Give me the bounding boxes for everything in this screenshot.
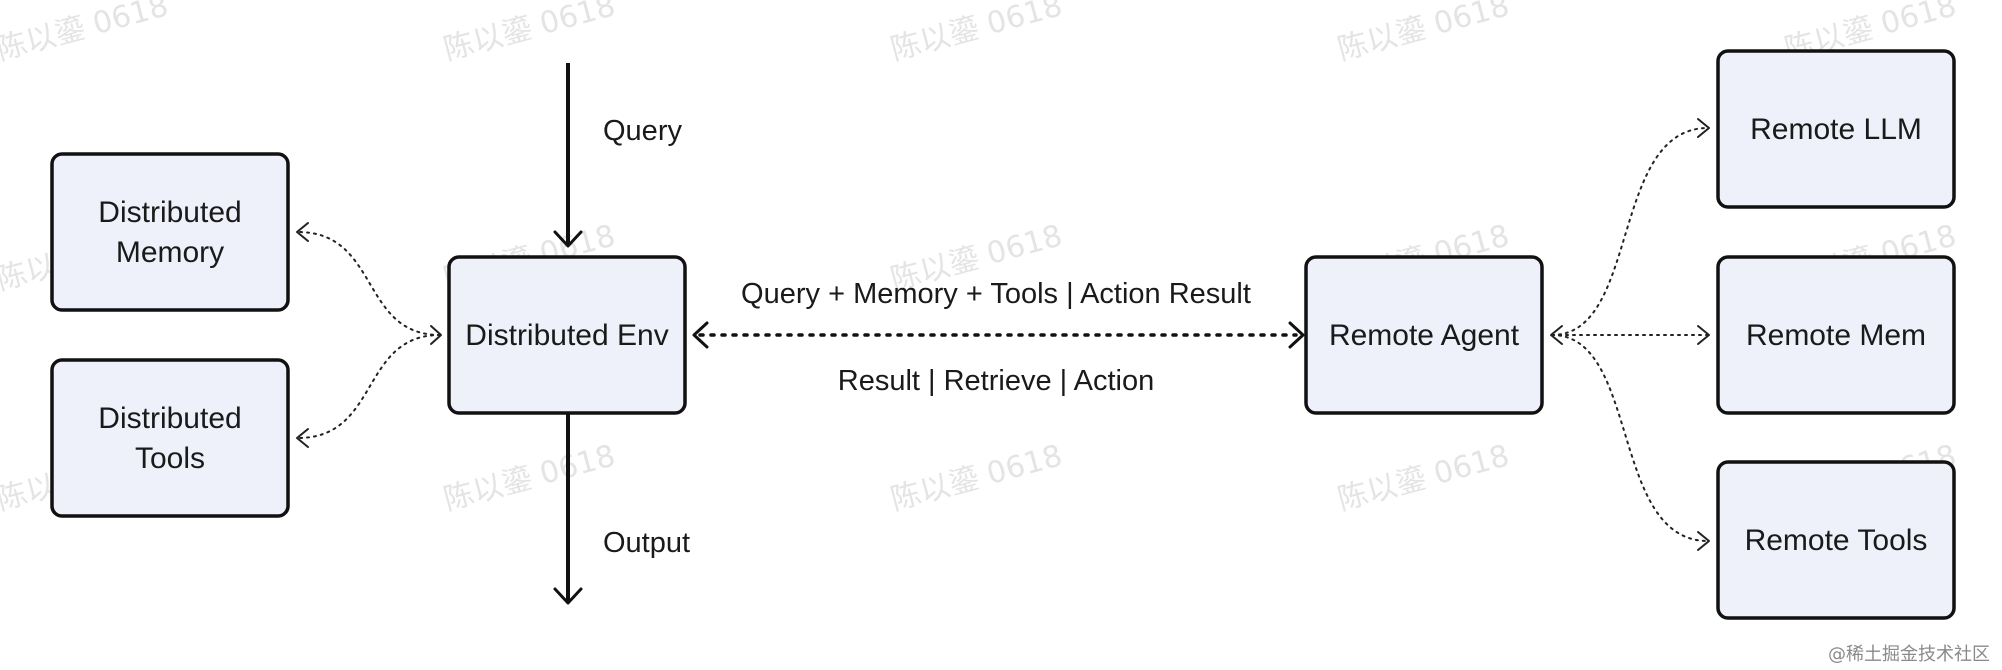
node-label-line: Remote Mem	[1746, 319, 1926, 352]
watermark-text: 陈以鎏 0618	[0, 0, 172, 68]
node-remote-mem: Remote Mem	[1716, 255, 1956, 415]
env-to-distributed-tools-link	[296, 334, 441, 448]
agent-to-remote-mem-link	[1551, 325, 1710, 345]
watermark-text: 陈以鎏 0618	[887, 0, 1066, 68]
node-distributed-env: Distributed Env	[447, 255, 687, 415]
watermark-text: 陈以鎏 0618	[440, 438, 619, 517]
node-label-line: Tools	[135, 442, 205, 475]
watermark-text: 陈以鎏 0618	[887, 438, 1066, 517]
env-to-distributed-memory-link	[296, 222, 442, 345]
node-label-line: Remote Tools	[1745, 524, 1928, 557]
node-label-line: Distributed	[98, 402, 241, 435]
node-remote-tools: Remote Tools	[1716, 460, 1956, 620]
agent-to-remote-llm-link	[1550, 118, 1710, 345]
watermark-layer: 陈以鎏 0618 陈以鎏 0618 陈以鎏 0618 陈以鎏 0618 陈以鎏 0618…	[0, 0, 1960, 518]
edge-label-output: Output	[603, 527, 690, 559]
env-agent-link	[692, 321, 1305, 349]
node-remote-agent: Remote Agent	[1304, 255, 1544, 415]
node-label-line: Remote Agent	[1329, 319, 1520, 352]
watermark-text: 陈以鎏 0618	[1334, 0, 1513, 68]
platform-credit: @稀土掘金技术社区	[1828, 644, 1990, 665]
output-arrow	[553, 414, 583, 605]
watermark-text: 陈以鎏 0618	[440, 0, 619, 68]
node-label: Remote Mem	[1746, 319, 1926, 352]
node-label-line: Memory	[116, 236, 224, 269]
edge-label-query: Query	[603, 115, 682, 147]
edge-label-env-to-agent: Query + Memory + Tools | Action Result	[741, 278, 1251, 310]
node-remote-llm: Remote LLM	[1716, 49, 1956, 209]
node-label-line: Remote LLM	[1750, 113, 1922, 146]
node-label: Remote Tools	[1745, 524, 1928, 557]
node-label-line: Distributed Env	[465, 319, 668, 352]
node-label-line: Distributed	[98, 196, 241, 229]
node-label: Remote Agent	[1329, 319, 1520, 352]
node-label: Distributed Env	[465, 319, 668, 352]
query-arrow	[553, 63, 583, 248]
edge-label-agent-to-env: Result | Retrieve | Action	[838, 365, 1154, 397]
node-label: Remote LLM	[1750, 113, 1922, 146]
agent-to-remote-tools-link	[1551, 334, 1710, 551]
watermark-text: 陈以鎏 0618	[1334, 438, 1513, 517]
